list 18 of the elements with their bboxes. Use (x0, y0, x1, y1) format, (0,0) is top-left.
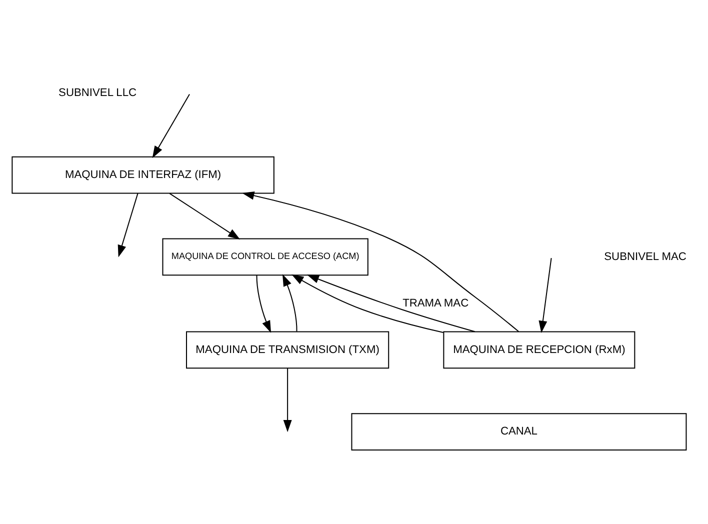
edge-label: TRAMA MAC (402, 296, 469, 309)
node-box: MAQUINA DE CONTROL DE ACCESO (ACM) (162, 238, 368, 276)
arrow (152, 94, 190, 158)
node-box: MAQUINA DE TRANSMISION (TXM) (186, 330, 390, 368)
arrow (169, 192, 240, 239)
arrow (282, 274, 298, 331)
node-box: MAQUINA DE INTERFAZ (IFM) (12, 156, 274, 194)
arrow (538, 257, 552, 332)
arrow (242, 190, 519, 332)
arrow (283, 368, 292, 432)
label: SUBNIVEL MAC (604, 250, 686, 262)
arrow (256, 274, 272, 332)
arrow (118, 192, 138, 257)
node-box: CANAL (351, 412, 687, 450)
label: SUBNIVEL LLC (58, 86, 137, 99)
node-box: MAQUINA DE RECEPCION (RxM) (443, 330, 636, 368)
arrow (306, 274, 475, 332)
arrow (292, 274, 444, 332)
